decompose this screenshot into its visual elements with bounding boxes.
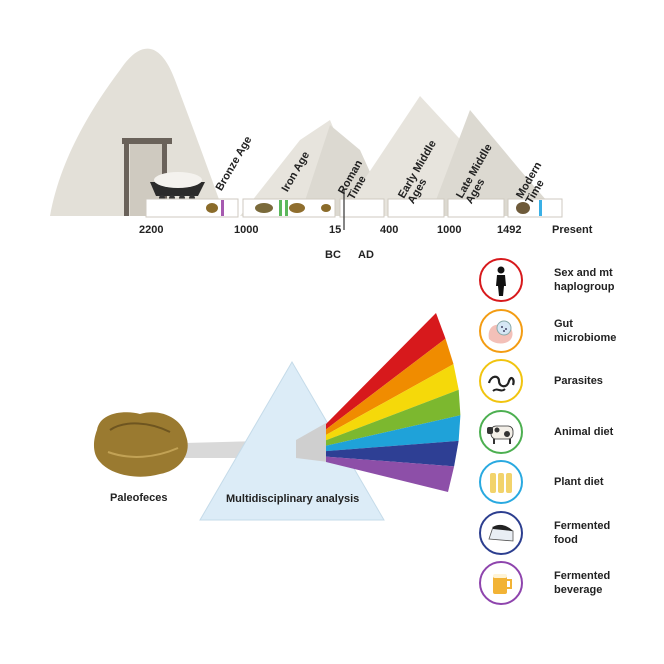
sample-iron-2 xyxy=(289,203,305,213)
result-label: Parasites xyxy=(554,375,603,387)
spectrum-band xyxy=(326,440,459,467)
beer-icon xyxy=(479,561,523,605)
cart-load xyxy=(154,172,202,188)
prism-label: Multidisciplinary analysis xyxy=(226,493,360,505)
result-label: Gut microbiome xyxy=(554,317,617,344)
bc-label: BC xyxy=(325,249,341,261)
spectrum-band xyxy=(326,456,455,492)
ad-label: AD xyxy=(358,249,374,261)
hill-late xyxy=(430,110,560,216)
spectrum-band xyxy=(326,338,454,435)
spectrum-band xyxy=(326,313,446,430)
spectrum xyxy=(326,313,461,492)
marker-bronze xyxy=(221,200,224,216)
sample-modern xyxy=(516,202,530,214)
spectrum-band xyxy=(326,389,461,446)
tick-present: Present xyxy=(552,224,593,236)
intestine-icon xyxy=(479,308,523,353)
marker-iron-2 xyxy=(285,200,288,216)
sample-iron-1 xyxy=(255,203,273,213)
cow-icon xyxy=(479,409,523,454)
tick-15: 15 xyxy=(329,224,342,236)
sample-bronze xyxy=(206,203,218,213)
result-label: Fermented beverage xyxy=(554,570,611,596)
result-label: Plant diet xyxy=(554,476,604,488)
mine-post-left xyxy=(124,140,129,216)
marker-modern xyxy=(539,200,542,216)
person-icon xyxy=(479,258,523,302)
tick-1000-bc: 1000 xyxy=(234,224,259,236)
result-label: Fermented food xyxy=(554,519,611,546)
result-label: Sex and mt haplogroup xyxy=(554,267,615,293)
sample-iron-3 xyxy=(321,204,331,212)
tick-1492: 1492 xyxy=(497,224,522,236)
grain-icon xyxy=(479,460,523,504)
tick-2200: 2200 xyxy=(139,224,164,236)
spectrum-band xyxy=(326,415,461,452)
paleofeces-label: Paleofeces xyxy=(110,492,168,504)
tick-1000-ad: 1000 xyxy=(437,224,462,236)
prism-beam xyxy=(296,423,328,462)
paleofeces-lump xyxy=(93,412,188,477)
result-label: Animal diet xyxy=(554,425,614,438)
spectrum-band xyxy=(326,364,459,441)
mine-beam xyxy=(122,138,172,144)
marker-iron-1 xyxy=(279,200,282,216)
worm-icon xyxy=(479,359,523,403)
tick-400: 400 xyxy=(380,224,399,236)
cheese-icon xyxy=(479,510,523,555)
